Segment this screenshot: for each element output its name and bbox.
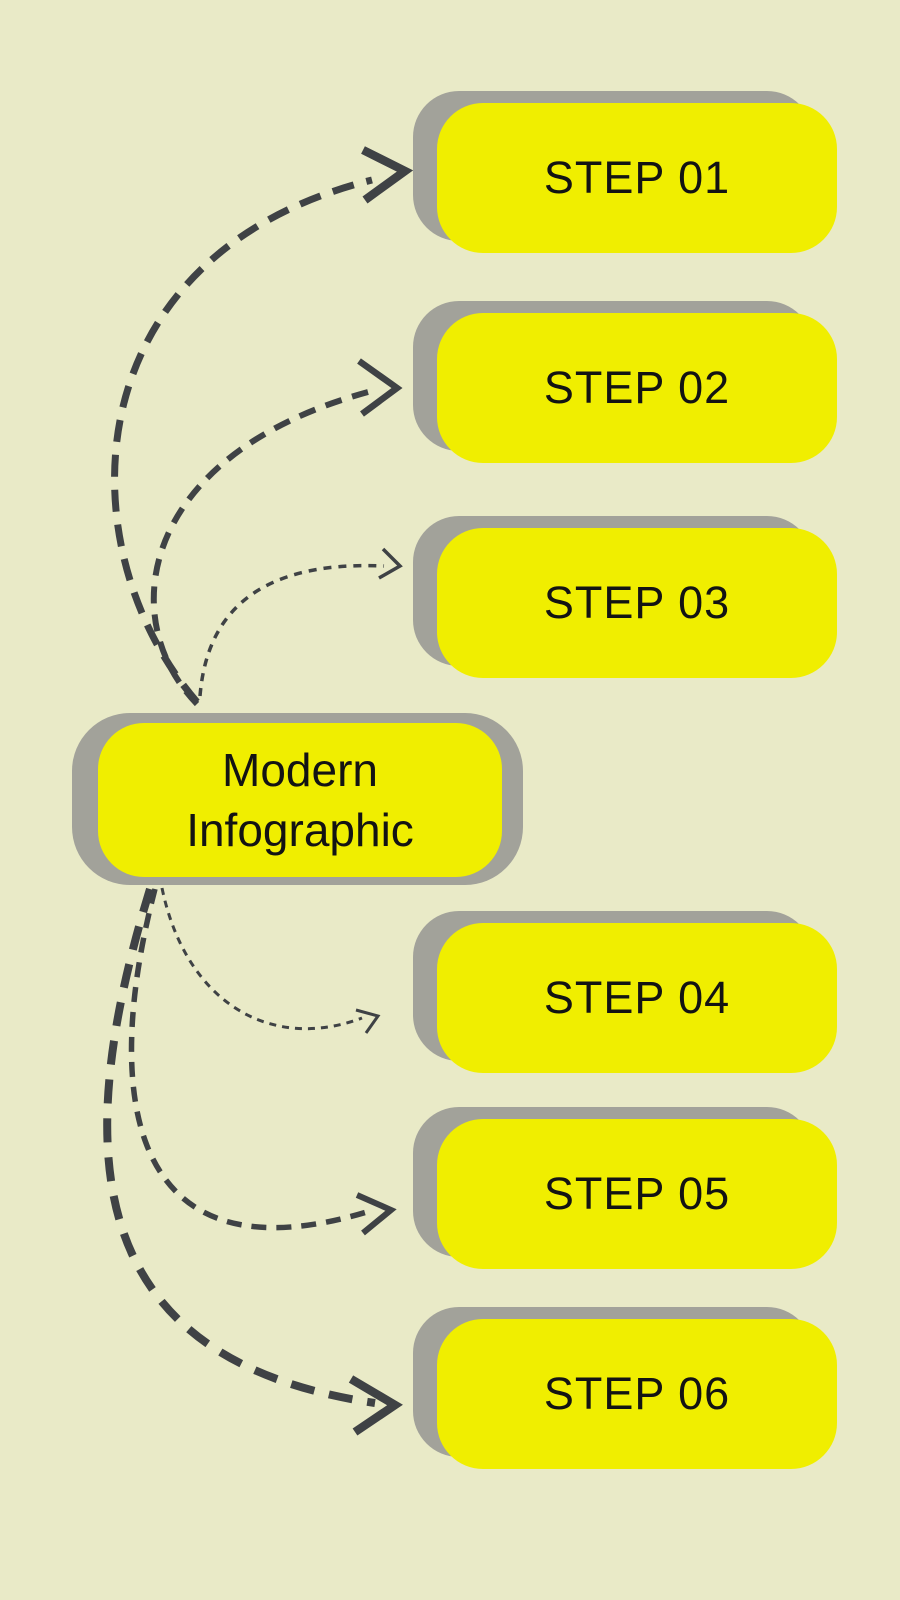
step-label: STEP 05 xyxy=(543,1168,731,1219)
connector-step-04 xyxy=(160,887,381,1034)
arrowhead-chevron-icon xyxy=(357,358,403,417)
step-box-1: STEP 01 xyxy=(413,91,837,253)
center-node-title-line2: Infographic xyxy=(186,804,414,856)
step-label: STEP 03 xyxy=(543,577,731,628)
step-label: STEP 04 xyxy=(543,972,731,1023)
connector-step-06 xyxy=(103,887,403,1436)
connector-curve xyxy=(103,887,376,1407)
step-box-face: STEP 04 xyxy=(437,923,837,1073)
step-box-5: STEP 05 xyxy=(413,1107,837,1269)
step-box-face: STEP 01 xyxy=(437,103,837,253)
step-box-face: STEP 02 xyxy=(437,313,837,463)
step-box-face: STEP 05 xyxy=(437,1119,837,1269)
step-box-2: STEP 02 xyxy=(413,301,837,463)
connector-curve xyxy=(128,888,371,1231)
arrowhead-chevron-icon xyxy=(378,547,403,580)
step-box-face: STEP 06 xyxy=(437,1319,837,1469)
arrowhead-chevron-icon xyxy=(361,146,414,204)
connector-step-01 xyxy=(111,146,414,705)
connector-curve xyxy=(160,887,363,1031)
step-label: STEP 01 xyxy=(543,152,731,203)
step-box-4: STEP 04 xyxy=(413,911,837,1073)
step-label: STEP 02 xyxy=(543,362,731,413)
connector-curve xyxy=(150,389,369,707)
arrowhead-chevron-icon xyxy=(355,1192,397,1236)
connector-step-02 xyxy=(150,358,403,707)
arrowhead-chevron-icon xyxy=(355,1008,381,1034)
step-box-6: STEP 06 xyxy=(413,1307,837,1469)
step-box-3: STEP 03 xyxy=(413,516,837,678)
step-box-face: STEP 03 xyxy=(437,528,837,678)
center-node-face: Modern Infographic xyxy=(98,723,502,877)
arrowhead-chevron-icon xyxy=(348,1375,403,1436)
connector-step-05 xyxy=(128,888,397,1236)
connector-curve xyxy=(111,176,373,705)
center-node: Modern Infographic xyxy=(72,713,523,885)
connector-curve xyxy=(198,563,385,697)
center-node-title-line1: Modern xyxy=(222,744,378,796)
step-label: STEP 06 xyxy=(543,1368,731,1419)
connector-step-03 xyxy=(198,547,403,697)
